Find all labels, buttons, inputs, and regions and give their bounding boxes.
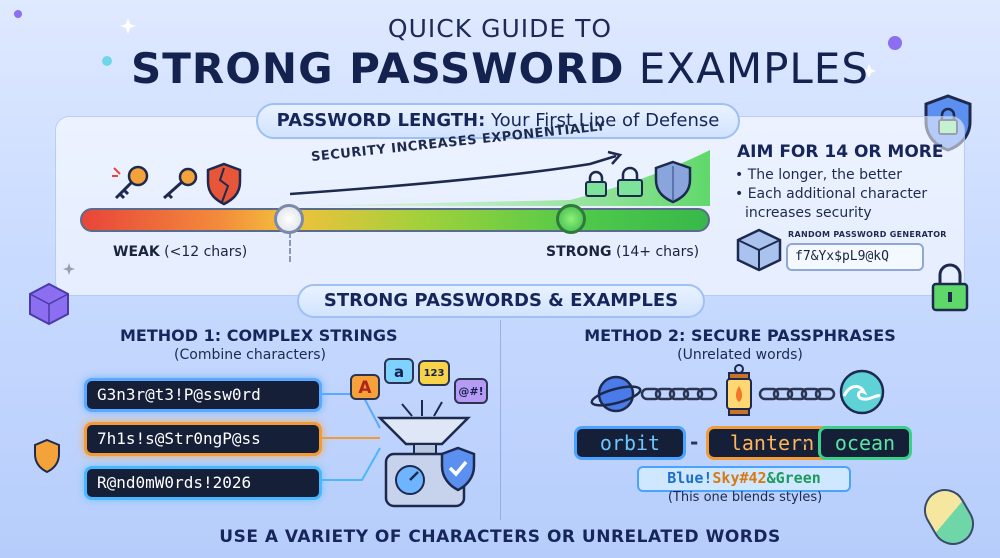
blend-note: (This one blends styles) <box>667 490 823 505</box>
passphrase-word[interactable]: lantern <box>706 426 838 460</box>
weak-label-bold: WEAK <box>113 244 160 260</box>
strong-knob[interactable] <box>556 204 586 234</box>
weak-knob[interactable] <box>274 204 304 234</box>
method1-title: METHOD 1: COMPLEX STRINGS <box>120 326 398 345</box>
strength-bar <box>80 208 710 232</box>
decor-dot <box>14 10 22 18</box>
passphrase-word[interactable]: ocean <box>818 426 912 460</box>
sparkle-icon <box>120 18 136 34</box>
blended-password[interactable]: Blue!Sky#42&Green <box>637 466 851 492</box>
length-heading-rest: Your First Line of Defense <box>485 110 720 131</box>
aim-list: • The longer, the better • Each addition… <box>733 166 963 223</box>
blend-part: Blue! <box>667 469 713 487</box>
footer-text: USE A VARIETY OF CHARACTERS OR UNRELATED… <box>219 527 781 547</box>
method-divider <box>500 320 501 520</box>
word-separator: - <box>690 430 699 454</box>
page-title: STRONG PASSWORD EXAMPLES <box>0 44 1000 93</box>
wave-icon <box>839 369 885 415</box>
padlock-icon <box>585 170 607 197</box>
key-icon <box>163 167 198 200</box>
length-heading: PASSWORD LENGTH: Your First Line of Defe… <box>256 103 740 139</box>
broken-shield-icon <box>206 162 242 206</box>
length-heading-bold: PASSWORD LENGTH: <box>276 110 486 131</box>
password-example[interactable]: R@nd0mW0rds!2026 <box>84 466 322 500</box>
examples-heading: STRONG PASSWORDS & EXAMPLES <box>297 284 705 318</box>
title-thin: EXAMPLES <box>624 44 870 93</box>
chain-icon <box>640 387 718 401</box>
chip-uppercase: A <box>350 374 380 400</box>
aim-bullet: • Each additional character increases se… <box>735 186 928 221</box>
shield-icon <box>34 438 60 474</box>
method1-subtitle: (Combine characters) <box>174 347 326 363</box>
chain-icon <box>758 387 836 401</box>
title-bold: STRONG PASSWORD <box>130 44 625 93</box>
strong-label-rest: (14+ chars) <box>611 244 700 260</box>
strong-label: STRONG (14+ chars) <box>546 244 699 260</box>
chip-numbers: 123 <box>418 360 450 386</box>
generator-output[interactable]: f7&Yx$pL9@kQ <box>786 243 924 271</box>
chip-lowercase: a <box>384 358 414 384</box>
padlock-icon <box>931 263 969 312</box>
lantern-icon <box>726 364 752 416</box>
padlock-icon <box>617 166 643 197</box>
word-separator: - <box>800 430 809 454</box>
passphrase-word[interactable]: orbit <box>574 426 686 460</box>
method2-title: METHOD 2: SECURE PASSPHRASES <box>584 326 896 345</box>
broken-key-icon <box>112 165 149 200</box>
weak-label: WEAK (<12 chars) <box>113 244 247 260</box>
check-shield-icon <box>440 446 476 492</box>
cube-icon <box>29 282 69 326</box>
generator-label: RANDOM PASSWORD GENERATOR <box>788 230 947 239</box>
sparkle-icon <box>862 64 876 78</box>
cube-icon <box>736 228 782 272</box>
shield-icon <box>654 160 692 204</box>
method2-subtitle: (Unrelated words) <box>677 347 803 363</box>
decor-dot <box>102 56 112 66</box>
password-example[interactable]: 7h1s!s@Str0ngP@ss <box>84 422 322 456</box>
decor-dot <box>888 36 902 50</box>
chip-symbols: @#! <box>454 378 488 404</box>
blend-part: Sky#42 <box>712 469 767 487</box>
strong-label-bold: STRONG <box>546 244 612 260</box>
page-title-line1: QUICK GUIDE TO <box>387 14 613 43</box>
password-example[interactable]: G3n3r@t3!P@ssw0rd <box>84 378 322 412</box>
aim-bullet: • The longer, the better <box>735 167 902 183</box>
planet-icon <box>590 375 642 413</box>
blend-part: &Green <box>766 469 821 487</box>
weak-marker-line <box>289 232 291 262</box>
weak-label-rest: (<12 chars) <box>159 244 248 260</box>
aim-title: AIM FOR 14 OR MORE <box>737 142 944 162</box>
